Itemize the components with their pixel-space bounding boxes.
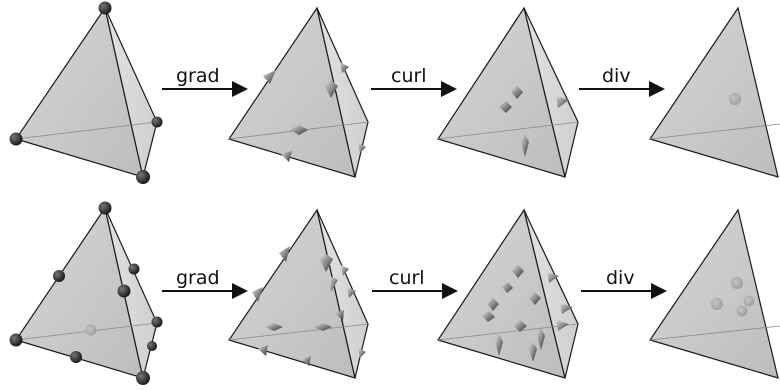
tetra-r1-p2-faces [437, 6, 579, 178]
operator-label: curl [389, 267, 425, 289]
tetra-hidden-edge [649, 123, 780, 140]
tetra-r2-p1-edges [228, 208, 369, 379]
tetra-r1-p3-volume [649, 6, 780, 178]
edge-node [117, 284, 131, 298]
tetra-hidden-edge [437, 121, 579, 140]
edge-cone [330, 276, 338, 292]
edge-cone [281, 151, 292, 162]
edge-cone [258, 345, 268, 356]
edge-cone [252, 287, 263, 302]
edge-node [128, 263, 140, 275]
tetra-left-face [649, 6, 779, 178]
interior-node [711, 298, 723, 310]
face-cone [521, 134, 529, 157]
edge-cone [314, 323, 332, 331]
face-cone [487, 298, 499, 311]
edge-node [147, 341, 157, 351]
tetra-hidden-edge [437, 323, 579, 341]
edge-cone [302, 356, 311, 366]
face-cone [529, 292, 541, 305]
tetra-r1-p1-edges [228, 6, 369, 178]
edge-cone [341, 265, 349, 276]
edge-cone [320, 253, 333, 272]
face-cone [482, 311, 495, 322]
edge-cone [340, 62, 349, 73]
edge-cone [279, 246, 290, 262]
face-cone [514, 320, 527, 332]
operator-label: curl [391, 65, 427, 87]
operator-label: grad [176, 65, 220, 87]
face-cone [547, 272, 559, 283]
operator-label: div [602, 65, 631, 87]
interior-node [729, 93, 741, 105]
edge-node-hidden [85, 324, 97, 336]
face-cone [511, 86, 523, 99]
edge-cone [358, 348, 366, 358]
vertex-node [136, 371, 150, 385]
face-cone [499, 101, 512, 113]
interior-node [736, 305, 748, 317]
edge-cone [358, 143, 366, 153]
vertex-node [9, 333, 23, 347]
vertex-node [98, 1, 112, 15]
edge-node [70, 351, 82, 363]
tetra-r2-p2-faces [437, 208, 579, 379]
tetra-r2-p3-volume [649, 208, 780, 379]
face-cone [556, 96, 569, 108]
tetra-right-face [523, 7, 579, 178]
edge-cone [325, 80, 338, 98]
face-cone [495, 334, 503, 356]
tetra-right-face [523, 209, 579, 379]
interior-node [743, 295, 755, 307]
vertex-node [9, 132, 23, 146]
tetra-hidden-edge [228, 323, 369, 341]
operator-label: div [606, 267, 635, 289]
face-cone [537, 328, 545, 350]
edge-cone [335, 310, 344, 321]
tetra-hidden-edge [15, 121, 158, 140]
edge-cone [263, 70, 276, 84]
tetra-hidden-edge [649, 325, 780, 341]
edge-cone [265, 323, 283, 331]
operator-label: grad [176, 267, 220, 289]
face-cone [502, 282, 513, 293]
tetra-right-face [104, 7, 158, 178]
edge-node [53, 270, 65, 282]
vertex-node [98, 201, 112, 215]
vertex-node [151, 316, 163, 328]
face-cone [560, 303, 573, 314]
edge-cone [347, 287, 356, 298]
interior-node [731, 277, 743, 289]
vertex-node [151, 116, 163, 128]
face-cone [556, 320, 569, 331]
face-cone [529, 342, 537, 362]
edge-cone [290, 125, 308, 135]
vertex-node [136, 170, 150, 184]
tetra-left-face [649, 208, 779, 379]
face-cone [512, 265, 524, 278]
tetra-r1-p0-vertices [9, 1, 163, 184]
tetra-r2-p0-vertices [9, 201, 163, 385]
